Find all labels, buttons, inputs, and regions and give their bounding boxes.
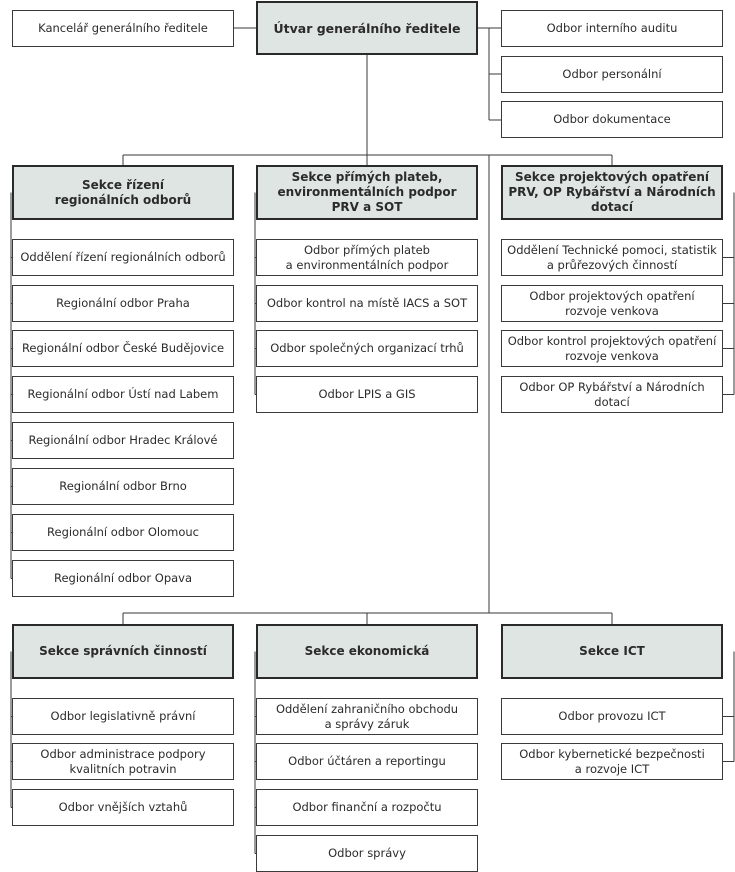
unit-box: Regionální odbor Olomouc	[12, 514, 234, 551]
section-header: Sekce správních činností	[12, 624, 234, 679]
unit-box: Regionální odbor Brno	[12, 468, 234, 505]
unit-box: Odbor vnějších vztahů	[12, 789, 234, 826]
unit-box: Odbor kontrol projektových opatření rozv…	[501, 330, 723, 367]
unit-box: Odbor přímých plateb a environmentálních…	[256, 239, 478, 276]
unit-box: Odbor legislativně právní	[12, 698, 234, 735]
unit-box: Odbor finanční a rozpočtu	[256, 789, 478, 826]
section-header: Sekce ICT	[501, 624, 723, 679]
unit-box: Regionální odbor České Budějovice	[12, 330, 234, 367]
root-box: Útvar generálního ředitele	[256, 1, 478, 55]
section-header: Sekce přímých plateb, environmentálních …	[256, 165, 478, 220]
unit-box: Regionální odbor Ústí nad Labem	[12, 376, 234, 413]
unit-box: Odbor správy	[256, 835, 478, 872]
unit-box: Odbor společných organizací trhů	[256, 330, 478, 367]
section-header: Sekce projektových opatření PRV, OP Rybá…	[501, 165, 723, 220]
unit-box: Odbor kybernetické bezpečnosti a rozvoje…	[501, 743, 723, 780]
staff-box-right: Odbor interního auditu	[501, 10, 723, 47]
unit-box: Odbor účtáren a reportingu	[256, 743, 478, 780]
unit-box: Odbor provozu ICT	[501, 698, 723, 735]
staff-box-left: Kancelář generálního ředitele	[12, 10, 234, 47]
unit-box: Regionální odbor Praha	[12, 285, 234, 322]
section-header: Sekce řízení regionálních odborů	[12, 165, 234, 220]
unit-box: Odbor OP Rybářství a Národních dotací	[501, 376, 723, 413]
unit-box: Odbor kontrol na místě IACS a SOT	[256, 285, 478, 322]
unit-box: Odbor administrace podpory kvalitních po…	[12, 743, 234, 780]
unit-box: Odbor LPIS a GIS	[256, 376, 478, 413]
unit-box: Oddělení zahraničního obchodu a správy z…	[256, 698, 478, 735]
unit-box: Odbor projektových opatření rozvoje venk…	[501, 285, 723, 322]
unit-box: Regionální odbor Hradec Králové	[12, 422, 234, 459]
section-header: Sekce ekonomická	[256, 624, 478, 679]
unit-box: Regionální odbor Opava	[12, 560, 234, 597]
unit-box: Oddělení Technické pomoci, statistik a p…	[501, 239, 723, 276]
staff-box-right: Odbor dokumentace	[501, 101, 723, 138]
staff-box-right: Odbor personální	[501, 56, 723, 93]
unit-box: Oddělení řízení regionálních odborů	[12, 239, 234, 276]
